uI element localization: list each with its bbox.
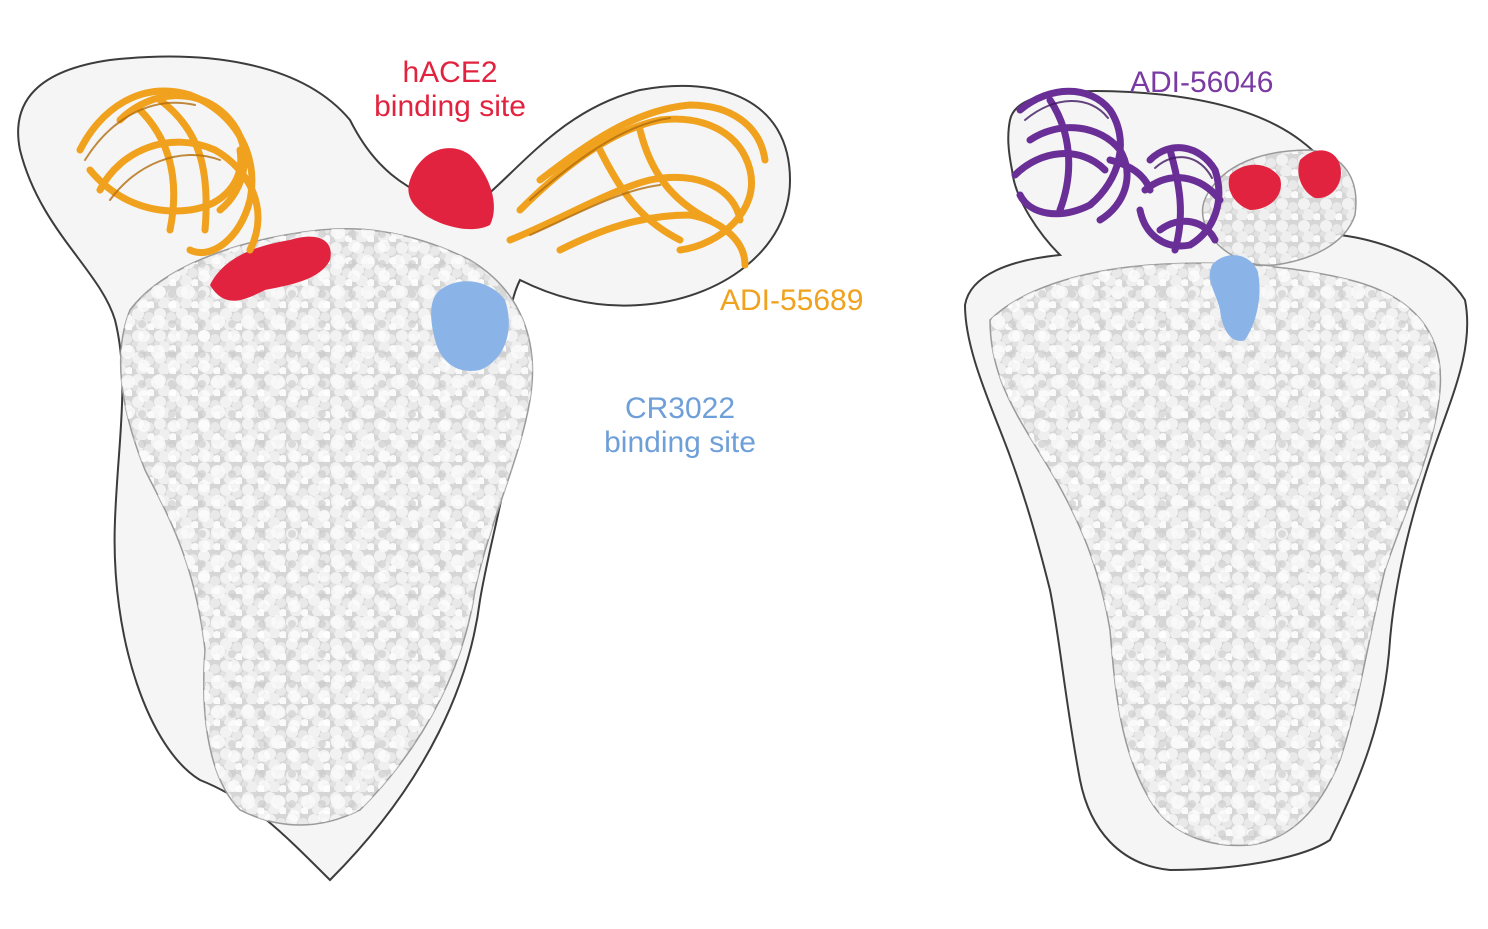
left-antibody-adi55689-shade: [84, 101, 671, 236]
left-protein-surface-texture: [120, 228, 533, 825]
adi-55689-text: ADI-55689: [720, 284, 864, 317]
cr3022-label-line2: binding site: [604, 426, 756, 459]
hace2-label-line1: hACE2: [402, 56, 498, 89]
left-hace2-site-1: [210, 236, 331, 301]
left-hace2-site-2: [408, 148, 494, 230]
right-antibody-adi56046-shade: [1024, 100, 1213, 179]
left-complex: [17, 55, 792, 882]
right-protein-surface-texture: [990, 263, 1441, 846]
right-complex: [963, 87, 1469, 872]
cr3022-label-line1: CR3022: [624, 392, 736, 425]
right-hace2-site-2: [1298, 150, 1341, 199]
adi-56046-label: ADI-56046: [1130, 66, 1320, 100]
right-hace2-site-1: [1228, 164, 1281, 210]
cr3022-binding-site-label: CR3022 binding site: [580, 392, 780, 460]
right-antibody-adi56046: [1011, 87, 1224, 254]
left-antibody-adi55689: [76, 87, 769, 269]
left-cr3022-site: [431, 281, 509, 371]
right-cr3022-site: [1209, 255, 1260, 341]
hace2-binding-site-label: hACE2 binding site: [350, 56, 550, 124]
adi-56046-text: ADI-56046: [1130, 66, 1274, 99]
adi-55689-label: ADI-55689: [720, 284, 890, 318]
hace2-label-line2: binding site: [374, 90, 526, 123]
